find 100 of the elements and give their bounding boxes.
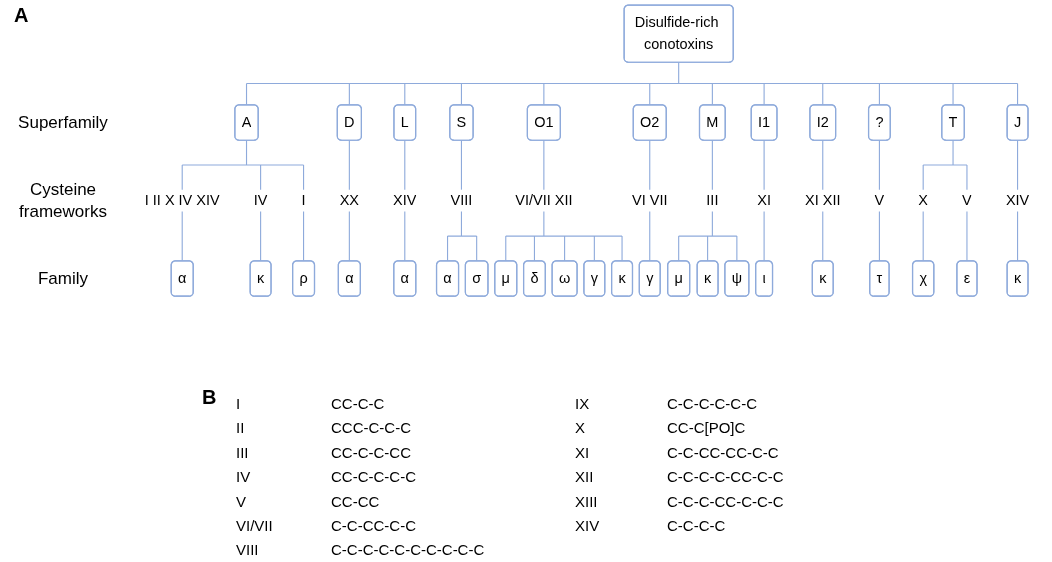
category-box: ? <box>867 104 891 141</box>
framework-numeral: IV <box>236 467 251 488</box>
framework-label: V <box>962 192 972 209</box>
family-box: τ <box>869 260 890 297</box>
connector-line <box>878 139 880 191</box>
family-box: γ <box>583 260 606 297</box>
framework-label: III <box>706 192 719 209</box>
category-box: A <box>234 104 259 141</box>
framework-label: XI <box>757 192 771 209</box>
family-box: ρ <box>292 260 316 297</box>
family-box: μ <box>494 260 518 297</box>
category-box: O1 <box>526 104 561 141</box>
category-box: L <box>393 104 417 141</box>
family-box: ι <box>755 260 774 297</box>
family-box: δ <box>523 260 546 297</box>
framework-label: VI/VII XII <box>515 192 573 209</box>
connector-line <box>260 210 262 262</box>
connector-line <box>1017 210 1019 262</box>
framework-numeral: XII <box>575 467 594 488</box>
cysteine-pattern: CCC-C-C-C <box>331 418 411 439</box>
cysteine-pattern: C-C-CC-C-C <box>331 515 416 536</box>
connector-line <box>678 210 738 262</box>
framework-label: XX <box>339 192 359 209</box>
family-box: α <box>170 260 194 297</box>
framework-numeral: XIII <box>575 491 598 512</box>
family-box: α <box>337 260 361 297</box>
connector-line <box>922 210 924 262</box>
category-box: Disulfide-rich conotoxins <box>623 4 734 63</box>
connector-line <box>505 210 623 262</box>
framework-numeral: XIV <box>575 515 600 536</box>
framework-label: I II X IV XIV <box>144 192 220 209</box>
framework-numeral: VIII <box>236 540 259 561</box>
framework-label: I <box>301 192 306 209</box>
family-box: κ <box>611 260 634 297</box>
connector-line <box>460 139 462 191</box>
category-box: O2 <box>632 104 667 141</box>
connector-line <box>763 210 765 262</box>
row-label: Family <box>36 267 90 290</box>
family-box: ψ <box>724 260 750 297</box>
connector-line <box>303 210 305 262</box>
connector-line <box>922 139 968 191</box>
category-box: I1 <box>750 104 778 141</box>
family-box: κ <box>1006 260 1029 297</box>
framework-numeral: XI <box>575 442 590 463</box>
framework-numeral: IX <box>575 394 590 414</box>
connector-line <box>404 210 406 262</box>
connector-line <box>404 139 406 191</box>
row-label: Superfamily <box>17 111 109 134</box>
connector-line <box>181 210 183 262</box>
connector-line <box>348 210 350 262</box>
family-box: κ <box>811 260 834 297</box>
family-box: ω <box>551 260 578 297</box>
family-box: κ <box>249 260 272 297</box>
category-box: I2 <box>809 104 837 141</box>
cysteine-pattern: CC-C-C <box>331 394 385 414</box>
connector-line <box>711 139 713 191</box>
family-box: σ <box>464 260 489 297</box>
connector-line <box>822 210 824 262</box>
framework-label: X <box>918 192 928 209</box>
connector-line <box>878 210 880 262</box>
connector-line <box>245 61 1019 106</box>
framework-numeral: V <box>236 491 246 512</box>
connector-line <box>649 210 651 262</box>
framework-label: XIV <box>393 192 417 209</box>
row-label: Cysteine frameworks <box>18 178 108 223</box>
family-box: ε <box>956 260 978 297</box>
framework-label: VI VII <box>632 192 668 209</box>
connector-line <box>348 139 350 191</box>
category-box: J <box>1006 104 1029 141</box>
cysteine-pattern: CC-CC <box>331 491 380 512</box>
cysteine-pattern: C-C-C-CC-C-C-C <box>667 491 784 512</box>
category-box: M <box>698 104 726 141</box>
family-box: μ <box>667 260 691 297</box>
cysteine-pattern: C-C-C-C-C-C-C-C-C-C <box>331 540 485 561</box>
family-box: κ <box>696 260 719 297</box>
framework-label: IV <box>253 192 268 209</box>
category-box: S <box>449 104 474 141</box>
family-box: γ <box>638 260 661 297</box>
cysteine-pattern: CC-C-C-C-C <box>331 467 416 488</box>
framework-label: V <box>874 192 885 209</box>
cysteine-pattern: CC-C[PO]C <box>667 418 746 439</box>
connector-line <box>649 139 651 191</box>
category-box: D <box>336 104 362 141</box>
framework-numeral: VI/VII <box>236 515 273 536</box>
connector-line <box>966 210 968 262</box>
framework-numeral: II <box>236 418 245 439</box>
framework-label: XIV <box>1005 192 1030 209</box>
framework-label: VIII <box>450 192 473 209</box>
connector-line <box>181 139 305 191</box>
panel-letter: A <box>14 4 29 27</box>
cysteine-pattern: C-C-C-C <box>667 515 726 536</box>
framework-label: XI XII <box>805 192 841 209</box>
connector-line <box>543 139 545 191</box>
framework-numeral: X <box>575 418 585 439</box>
connector-line <box>763 139 765 191</box>
connector-line <box>1017 139 1019 191</box>
cysteine-pattern: C-C-CC-CC-C-C <box>667 442 779 463</box>
framework-numeral: I <box>236 394 241 414</box>
family-box: α <box>435 260 460 297</box>
cysteine-pattern: CC-C-C-CC <box>331 442 411 463</box>
